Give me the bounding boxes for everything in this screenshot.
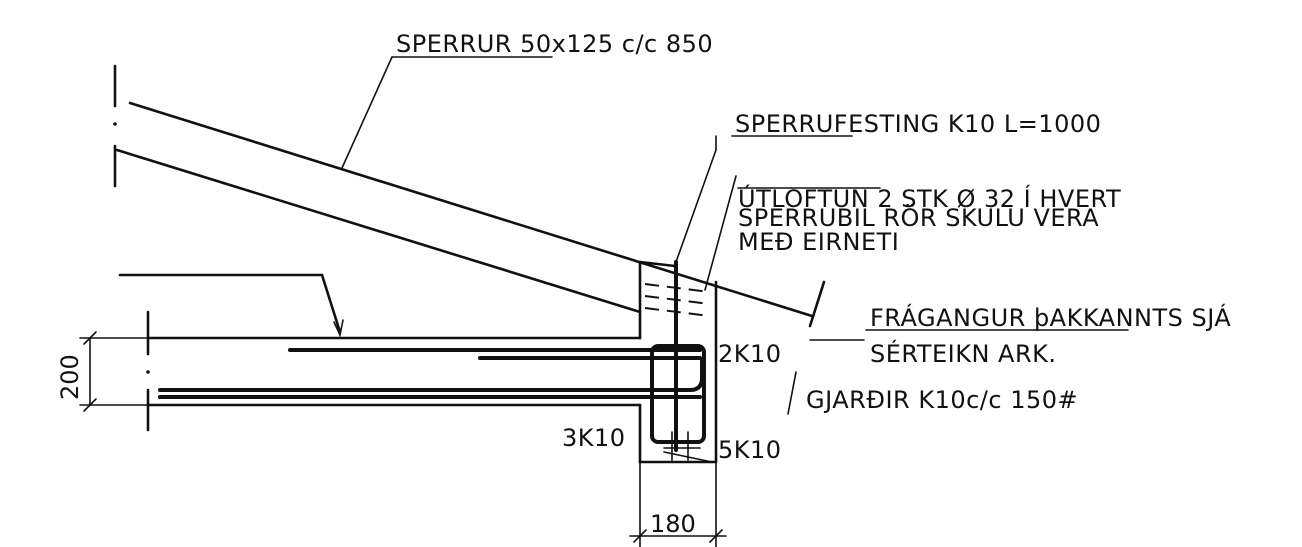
rafter (113, 64, 826, 328)
label-utloftun-1: ÚTLOFTUN 2 STK Ø 32 Í HVERT (738, 183, 1121, 213)
label-fragangur-2: SÉRTEIKN ARK. (870, 339, 1057, 368)
slab (118, 273, 642, 432)
label-sperrufesting: SPERRUFESTING K10 L=1000 (735, 110, 1101, 138)
edge-beam (638, 260, 718, 464)
label-utloftun-2: SPERRUBIL RÖR SKULU VERA (738, 203, 1099, 232)
leaders (341, 56, 1129, 415)
label-sperrur: SPERRUR 50x125 c/c 850 (396, 30, 713, 58)
dimension-slab-value: 200 (56, 354, 84, 400)
label-gjardir: GJARÐIR K10c/c 150# (806, 386, 1078, 414)
label-fragangur-1: FRÁGANGUR þAKKANNTS SJÁ (870, 303, 1231, 332)
label-2k10: 2K10 (718, 340, 782, 368)
dimension-slab (79, 331, 149, 412)
rebar (158, 348, 704, 399)
dimension-beam-value: 180 (650, 510, 696, 538)
label-utloftun-3: MEÐ EIRNETI (738, 228, 899, 256)
label-3k10: 3K10 (562, 424, 626, 452)
dimension-beam (629, 461, 727, 547)
label-5k10: 5K10 (718, 436, 782, 464)
